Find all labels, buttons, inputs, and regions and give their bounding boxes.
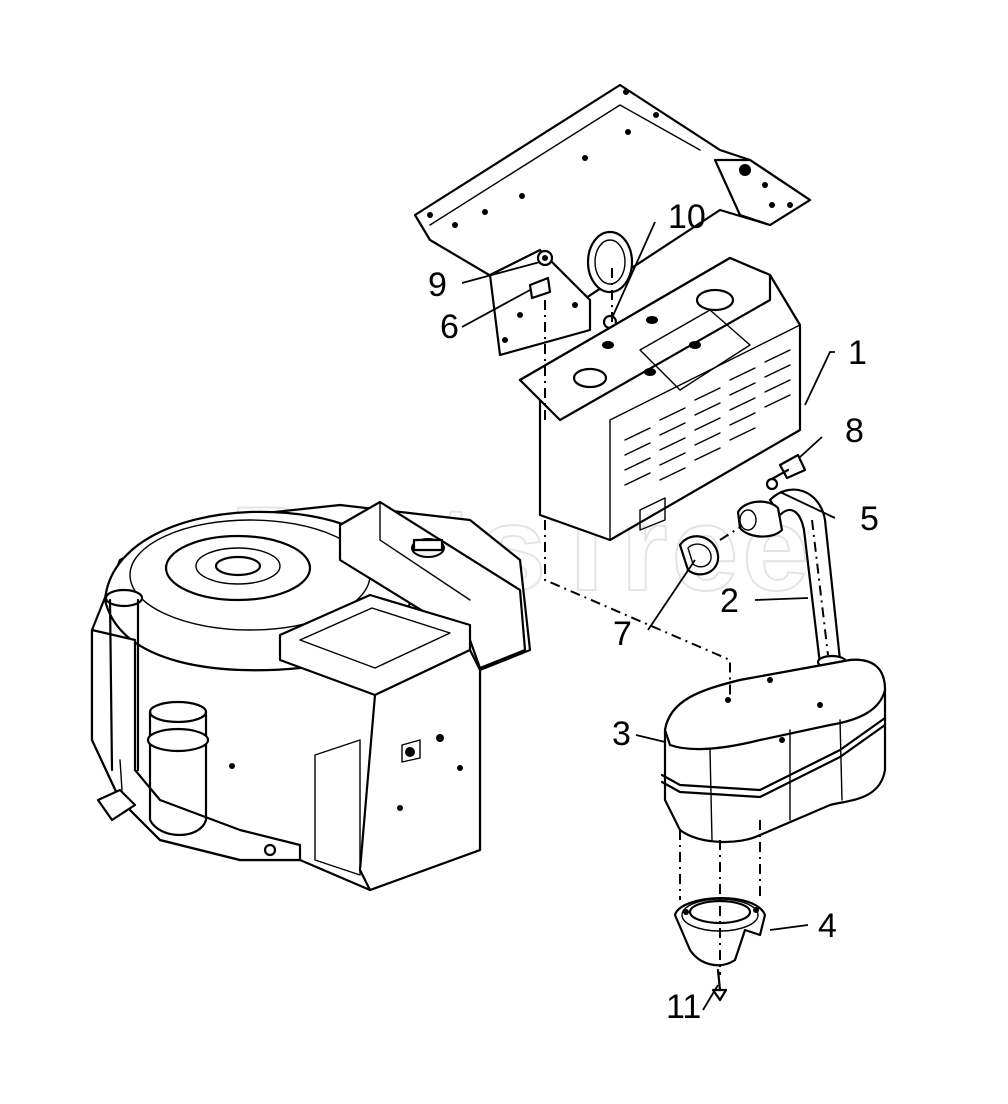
muffler [660,658,887,843]
callouts: 1 2 3 4 5 6 7 8 9 10 11 [428,198,879,1026]
callout-1: 1 [848,334,867,372]
engine [90,500,532,892]
leaders [461,221,836,1011]
heat-shield [518,256,802,542]
screw [711,968,728,1002]
callout-4: 4 [818,907,837,945]
callout-5: 5 [860,500,879,538]
bolt [768,453,807,482]
callout-9: 9 [428,266,447,304]
washer [765,477,779,491]
callout-6: 6 [440,308,459,346]
callout-3: 3 [612,715,631,753]
callout-11: 11 [666,988,701,1026]
callout-7: 7 [613,615,632,653]
alignment-lines [544,268,761,975]
mounting-bracket [413,83,812,357]
callout-8: 8 [845,412,864,450]
gasket [678,535,720,576]
callout-10: 10 [668,198,706,236]
callout-2: 2 [720,582,739,620]
